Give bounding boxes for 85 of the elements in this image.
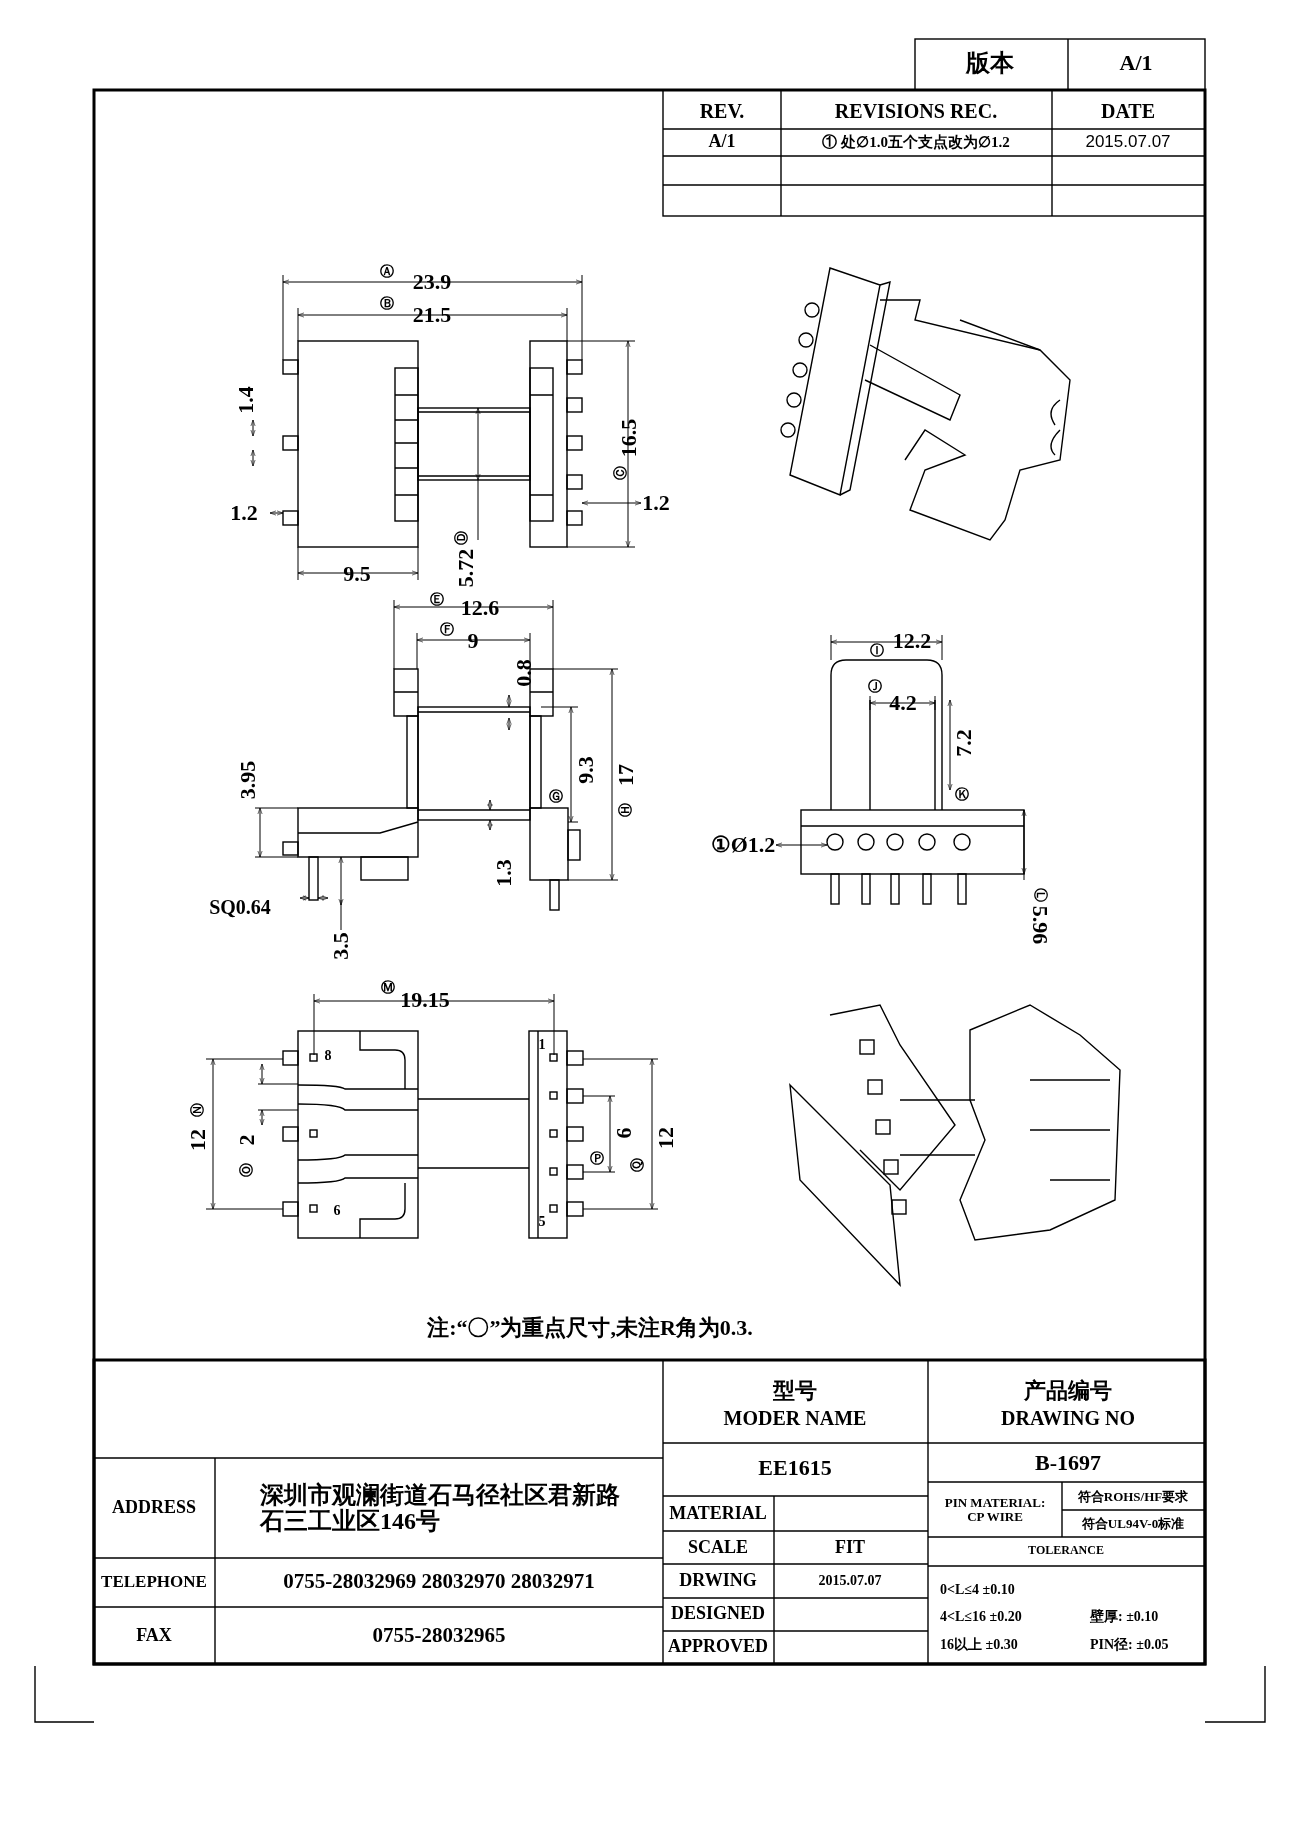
table-text: TELEPHONE — [101, 1572, 207, 1592]
dimension-tag: Ⓘ — [870, 643, 884, 659]
table-text: REV. — [699, 100, 745, 122]
table-text: TOLERANCE — [1028, 1544, 1104, 1558]
table-text: 符合ROHS/HF要求 — [1077, 1489, 1189, 1505]
table-text: 产品编号 — [1024, 1378, 1112, 1404]
dimension-value: 1.2 — [642, 490, 670, 516]
dimension-value: 23.9 — [412, 269, 452, 295]
table-text: 版本 — [966, 49, 1014, 77]
pin-number: 1 — [538, 1037, 546, 1053]
dimension-tag: Ⓙ — [868, 679, 882, 695]
table-text: 符合UL94V-0标准 — [1081, 1516, 1185, 1532]
table-text: ADDRESS — [112, 1498, 196, 1518]
dimension-tag: Ⓓ — [454, 531, 470, 545]
table-text: 0755-28032965 — [372, 1624, 506, 1648]
dimension-value: 3.95 — [235, 760, 261, 800]
dimension-value: 6 — [611, 1127, 637, 1139]
table-text: 0<L≤4 ±0.10 — [940, 1582, 1015, 1598]
dimension-tag: Ⓚ — [955, 787, 969, 803]
dimension-tag: Ⓝ — [190, 1103, 206, 1117]
dimension-tag: Ⓟ — [590, 1151, 604, 1167]
dimension-tag: Ⓗ — [618, 803, 634, 817]
dimension-value: 9.5 — [343, 561, 371, 587]
dimension-tag: Ⓕ — [440, 622, 454, 638]
table-text: ① 处∅1.0五个支点改为∅1.2 — [822, 133, 1010, 151]
dimension-value: 16.5 — [616, 418, 642, 458]
pin-number: 5 — [538, 1214, 546, 1230]
dimension-value: 12 — [653, 1127, 679, 1149]
table-text: 型号 — [773, 1378, 817, 1404]
dimension-tag: Ⓐ — [380, 264, 394, 280]
table-text: DRAWING NO — [1001, 1407, 1135, 1429]
dimension-tag: Ⓞ — [239, 1163, 255, 1177]
table-text: FIT — [835, 1538, 865, 1558]
table-text: A/1 — [1119, 50, 1153, 76]
dimension-tag: Ⓜ — [381, 980, 395, 996]
table-text: EE1615 — [758, 1455, 832, 1481]
table-text: DATE — [1100, 100, 1156, 122]
table-text: DESIGNED — [671, 1604, 765, 1624]
note-text: 注:“〇”为重点尺寸,未注R角为0.3. — [427, 1315, 753, 1341]
table-text: B-1697 — [1035, 1450, 1101, 1476]
dimension-value: 1.2 — [230, 500, 258, 526]
dimension-tag: Ⓑ — [380, 296, 394, 312]
table-text: 深圳市观澜街道石马径社区君新路石三工业区146号 — [260, 1481, 621, 1535]
dimension-value: SQ0.64 — [209, 896, 271, 918]
dimension-tag: Ⓖ — [549, 789, 563, 805]
dimension-value: 12.2 — [892, 628, 932, 654]
dimension-value: 4.2 — [889, 690, 917, 716]
table-text: 0755-28032969 28032970 28032971 — [283, 1570, 595, 1594]
table-text: 壁厚: ±0.10 — [1090, 1609, 1159, 1625]
pin-number: 6 — [333, 1203, 341, 1219]
table-text: 2015.07.07 — [1085, 132, 1171, 152]
dimension-value: 12.6 — [460, 595, 500, 621]
dimension-value: 3.5 — [328, 932, 354, 960]
table-text: FAX — [136, 1626, 172, 1646]
table-text: DRWING — [679, 1571, 757, 1591]
dimension-value: 1.4 — [233, 386, 259, 414]
dimension-value: 12 — [185, 1129, 211, 1151]
dimension-value: 5.72 — [453, 548, 479, 588]
dimension-value: 7.2 — [951, 729, 977, 757]
table-text: MATERIAL — [669, 1504, 767, 1524]
table-text: PIN MATERIAL: CP WIRE — [943, 1495, 1047, 1525]
dimension-value: 9.3 — [573, 756, 599, 784]
table-text: PIN径: ±0.05 — [1090, 1637, 1169, 1653]
dimension-tag: Ⓛ — [1032, 888, 1048, 902]
table-text: REVISIONS REC. — [834, 100, 998, 122]
dimension-tag: Ⓔ — [430, 592, 444, 608]
dimension-value: 5.96 — [1027, 905, 1053, 945]
table-text: 2015.07.07 — [818, 1573, 882, 1589]
table-text: A/1 — [708, 132, 736, 152]
dimension-value: 19.15 — [400, 987, 450, 1013]
dimension-value: 2 — [234, 1134, 260, 1146]
table-text: 16以上 ±0.30 — [940, 1637, 1018, 1653]
dimension-value: 9 — [467, 628, 479, 654]
dimension-value: ①Ø1.2 — [710, 832, 776, 858]
dimension-value: 21.5 — [412, 302, 452, 328]
table-text: SCALE — [688, 1538, 748, 1558]
dimension-tag: Ⓒ — [613, 466, 629, 480]
dimension-value: 17 — [613, 764, 639, 786]
table-text: 4<L≤16 ±0.20 — [940, 1609, 1022, 1625]
pin-number: 8 — [324, 1048, 332, 1064]
table-text: MODER NAME — [723, 1407, 867, 1429]
dimension-value: 0.8 — [511, 659, 537, 687]
dimension-value: 1.3 — [491, 859, 517, 887]
dimension-tag: Ⓠ — [630, 1158, 646, 1172]
table-text: APPROVED — [668, 1637, 768, 1657]
